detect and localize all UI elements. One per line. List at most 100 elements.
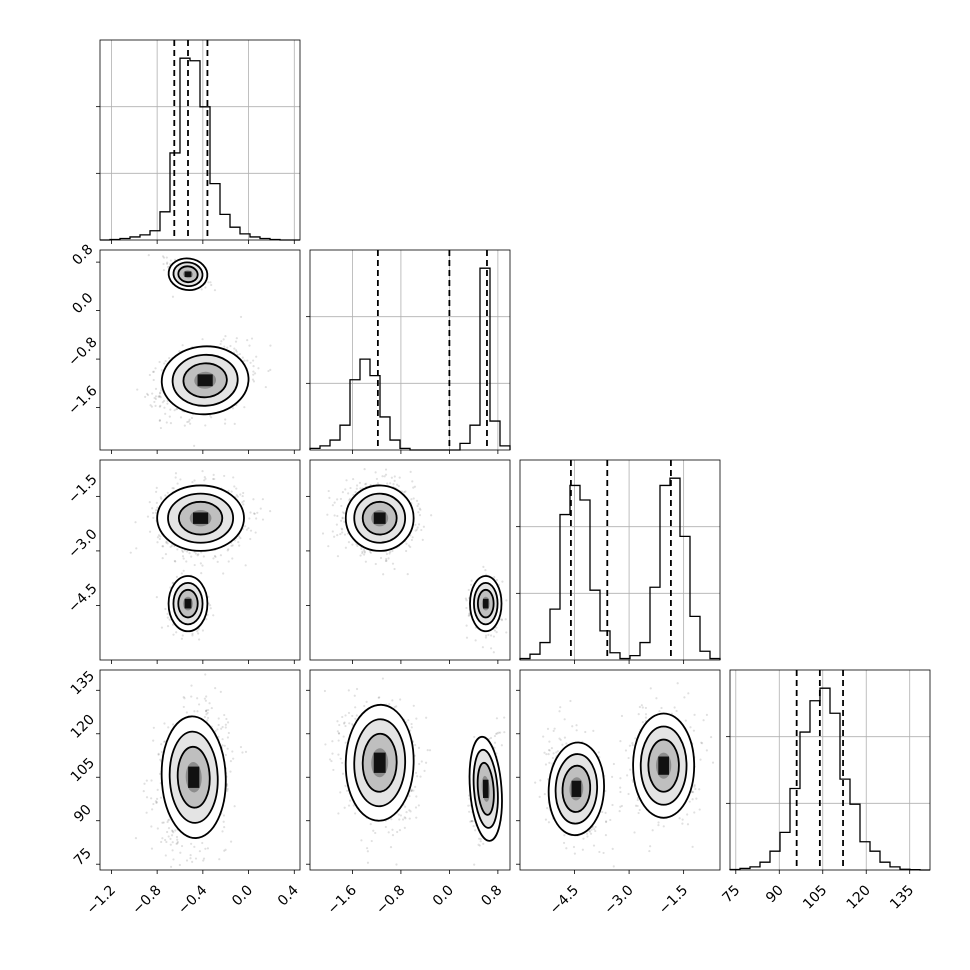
sample-point bbox=[227, 731, 230, 735]
sample-point bbox=[264, 385, 267, 389]
sample-point bbox=[176, 840, 179, 844]
sample-point bbox=[153, 396, 156, 400]
sample-point bbox=[190, 684, 193, 687]
sample-point bbox=[235, 494, 238, 497]
sample-point bbox=[159, 796, 163, 799]
sample-point bbox=[219, 690, 222, 693]
sample-point bbox=[327, 545, 330, 548]
sample-point bbox=[150, 405, 154, 408]
sample-point bbox=[160, 626, 164, 629]
sample-point bbox=[152, 516, 155, 519]
sample-point bbox=[193, 710, 196, 713]
sample-point bbox=[207, 708, 210, 712]
sample-point bbox=[178, 863, 181, 867]
sample-point bbox=[341, 511, 345, 514]
sample-point bbox=[152, 726, 155, 729]
sample-point bbox=[345, 479, 348, 482]
sample-point bbox=[166, 612, 169, 615]
sample-point bbox=[153, 400, 156, 404]
sample-point bbox=[234, 340, 238, 343]
contour-line bbox=[167, 257, 209, 291]
sample-point bbox=[361, 552, 364, 555]
panel-frame bbox=[99, 459, 301, 661]
sample-point bbox=[233, 347, 236, 350]
sample-point bbox=[227, 548, 230, 551]
sample-point bbox=[171, 723, 175, 726]
contour-line bbox=[167, 575, 209, 633]
sample-point bbox=[415, 499, 419, 502]
sample-point bbox=[231, 544, 234, 547]
sample-point bbox=[241, 501, 244, 504]
sample-point bbox=[245, 528, 249, 531]
sample-point bbox=[155, 801, 158, 804]
sample-point bbox=[200, 288, 203, 291]
sample-point bbox=[233, 485, 236, 488]
sample-point bbox=[242, 503, 245, 506]
sample-point bbox=[196, 710, 199, 713]
sample-point bbox=[186, 420, 189, 424]
sample-point bbox=[261, 518, 265, 521]
sample-point bbox=[180, 637, 184, 640]
sample-point bbox=[339, 532, 342, 536]
sample-point bbox=[340, 527, 343, 530]
sample-point bbox=[220, 727, 223, 730]
sample-point bbox=[397, 484, 400, 488]
sample-point bbox=[165, 262, 169, 265]
sample-point bbox=[148, 501, 151, 504]
sample-point bbox=[194, 552, 197, 555]
sample-point bbox=[500, 618, 503, 621]
sample-point bbox=[191, 632, 194, 635]
sample-point bbox=[226, 346, 229, 349]
sample-point bbox=[154, 511, 157, 514]
contour-line bbox=[353, 492, 407, 544]
sample-point bbox=[500, 618, 504, 622]
sample-point bbox=[158, 394, 161, 398]
sample-point bbox=[154, 404, 157, 407]
sample-point bbox=[145, 811, 148, 814]
sample-point bbox=[178, 350, 181, 353]
sample-point bbox=[492, 651, 495, 654]
sample-point bbox=[198, 850, 201, 853]
sample-point bbox=[222, 820, 225, 823]
sample-point bbox=[236, 495, 239, 498]
sample-point bbox=[161, 545, 165, 548]
sample-point bbox=[244, 750, 248, 753]
sample-point bbox=[171, 830, 174, 833]
sample-point bbox=[193, 563, 196, 567]
sample-point bbox=[164, 360, 167, 363]
sample-point bbox=[385, 559, 388, 562]
sample-point bbox=[193, 845, 196, 848]
joint-panel-2-0 bbox=[96, 459, 301, 664]
sample-point bbox=[415, 528, 418, 531]
sample-point bbox=[267, 369, 270, 373]
sample-point bbox=[468, 612, 471, 615]
sample-point bbox=[155, 797, 159, 800]
sample-point bbox=[256, 511, 259, 514]
sample-point bbox=[253, 512, 256, 515]
sample-point bbox=[340, 504, 343, 508]
sample-point bbox=[156, 506, 159, 509]
sample-point bbox=[159, 404, 162, 407]
sample-point bbox=[175, 575, 179, 578]
sample-point bbox=[164, 607, 167, 611]
sample-point bbox=[197, 628, 200, 631]
sample-point bbox=[189, 854, 192, 857]
sample-point bbox=[171, 295, 175, 298]
sample-point bbox=[151, 370, 155, 373]
sample-point bbox=[191, 480, 194, 484]
sample-point bbox=[343, 533, 347, 536]
sample-point bbox=[331, 504, 334, 507]
sample-point bbox=[236, 353, 239, 356]
sample-point bbox=[163, 740, 166, 743]
sample-point bbox=[174, 476, 177, 479]
sample-point bbox=[193, 444, 196, 447]
sample-point bbox=[203, 479, 206, 482]
sample-point bbox=[248, 344, 251, 347]
sample-point bbox=[155, 801, 158, 805]
sample-point bbox=[190, 416, 194, 420]
sample-point bbox=[227, 489, 230, 492]
sample-point bbox=[375, 477, 379, 481]
contour-line bbox=[176, 745, 211, 809]
sample-point bbox=[238, 544, 241, 547]
sample-point bbox=[170, 834, 174, 837]
